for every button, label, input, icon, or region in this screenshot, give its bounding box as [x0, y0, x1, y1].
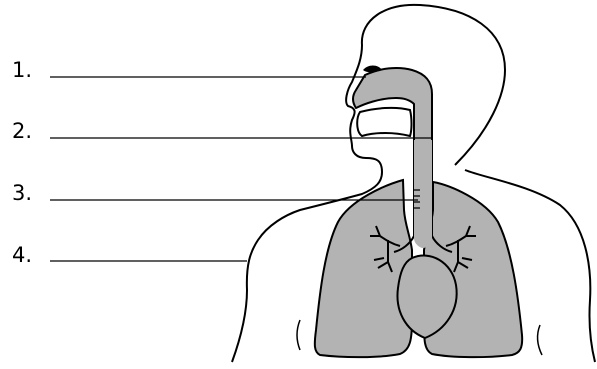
label-number-2: 2.	[12, 121, 32, 142]
left-lung	[315, 180, 412, 357]
rib-mark-right	[538, 325, 542, 355]
label-number-4: 4.	[12, 245, 32, 266]
label-number-1: 1.	[12, 60, 32, 81]
oral-cavity	[357, 108, 411, 136]
rib-mark-left	[297, 320, 300, 350]
label-number-3: 3.	[12, 183, 32, 204]
trachea-fill	[414, 140, 432, 248]
